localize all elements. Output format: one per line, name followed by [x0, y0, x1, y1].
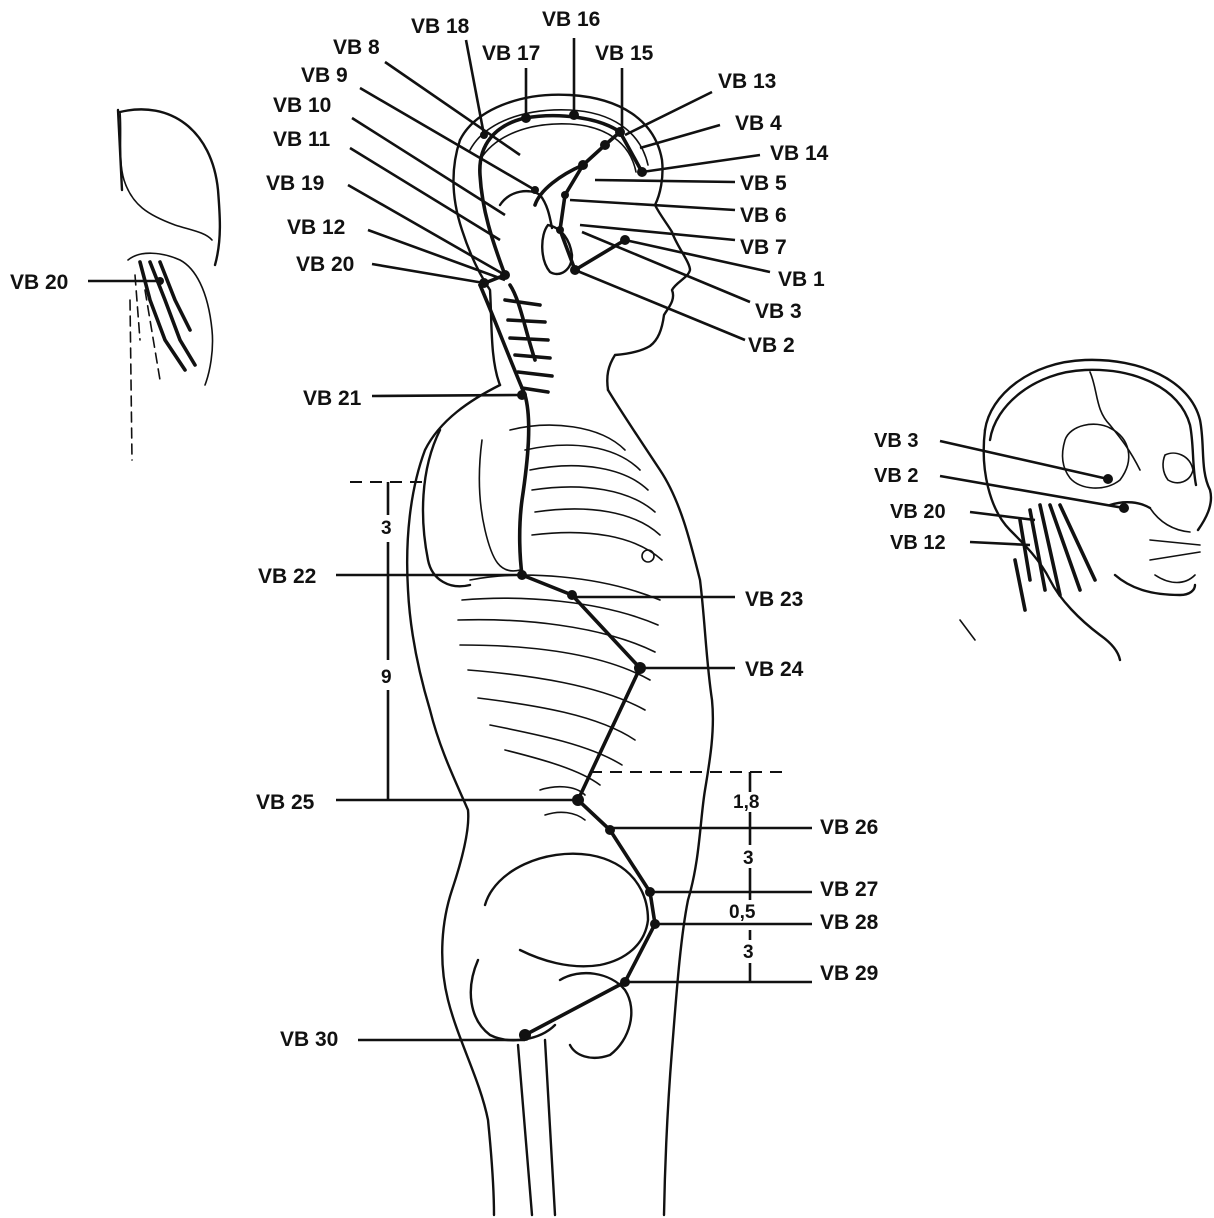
label-vb27: VB 27	[820, 878, 878, 901]
label-vb30: VB 30	[280, 1028, 338, 1051]
measurement-brackets: 3 9 1,8 3 0,5 3	[350, 482, 790, 982]
label-vb24: VB 24	[745, 658, 804, 681]
label-vb4: VB 4	[735, 112, 782, 135]
label-vb19: VB 19	[266, 172, 324, 195]
main-body-figure	[407, 95, 713, 1215]
point-labels: VB 18 VB 16 VB 17 VB 15 VB 8 VB 9 VB 10 …	[256, 8, 879, 1051]
right-inset-skull-lateral: VB 3 VB 2 VB 20 VB 12	[874, 360, 1211, 660]
measure-upper-3: 3	[381, 518, 392, 539]
label-vb28: VB 28	[820, 911, 879, 934]
label-vb29: VB 29	[820, 962, 878, 985]
label-vb9: VB 9	[301, 64, 348, 87]
label-vb15: VB 15	[595, 42, 654, 65]
label-vb17: VB 17	[482, 42, 540, 65]
label-vb23: VB 23	[745, 588, 803, 611]
measure-3-b: 3	[743, 942, 754, 963]
label-vb5: VB 5	[740, 172, 787, 195]
right-inset-label-vb3: VB 3	[874, 430, 918, 452]
right-inset-label-vb20: VB 20	[890, 501, 946, 523]
label-vb3: VB 3	[755, 300, 802, 323]
label-vb20: VB 20	[296, 253, 354, 276]
label-vb10: VB 10	[273, 94, 331, 117]
label-vb16: VB 16	[542, 8, 600, 31]
label-vb11: VB 11	[273, 128, 331, 151]
measure-3-a: 3	[743, 848, 754, 869]
right-inset-label-vb12: VB 12	[890, 532, 946, 554]
label-vb21: VB 21	[303, 387, 362, 410]
label-vb18: VB 18	[411, 15, 470, 38]
right-inset-label-vb2: VB 2	[874, 465, 918, 487]
label-vb7: VB 7	[740, 236, 787, 259]
rib-cage	[458, 425, 662, 785]
label-vb22: VB 22	[258, 565, 316, 588]
label-vb12: VB 12	[287, 216, 345, 239]
label-vb1: VB 1	[778, 268, 825, 291]
measure-upper-9: 9	[381, 667, 392, 688]
measure-1-8: 1,8	[733, 792, 759, 813]
label-vb2: VB 2	[748, 334, 795, 357]
label-vb8: VB 8	[333, 36, 380, 59]
measure-0-5: 0,5	[729, 902, 756, 923]
label-vb13: VB 13	[718, 70, 776, 93]
left-inset-label-vb20: VB 20	[10, 271, 68, 294]
label-vb26: VB 26	[820, 816, 878, 839]
left-inset-head-back: VB 20	[10, 109, 220, 460]
label-vb25: VB 25	[256, 791, 315, 814]
label-vb14: VB 14	[770, 142, 829, 165]
label-vb6: VB 6	[740, 204, 787, 227]
